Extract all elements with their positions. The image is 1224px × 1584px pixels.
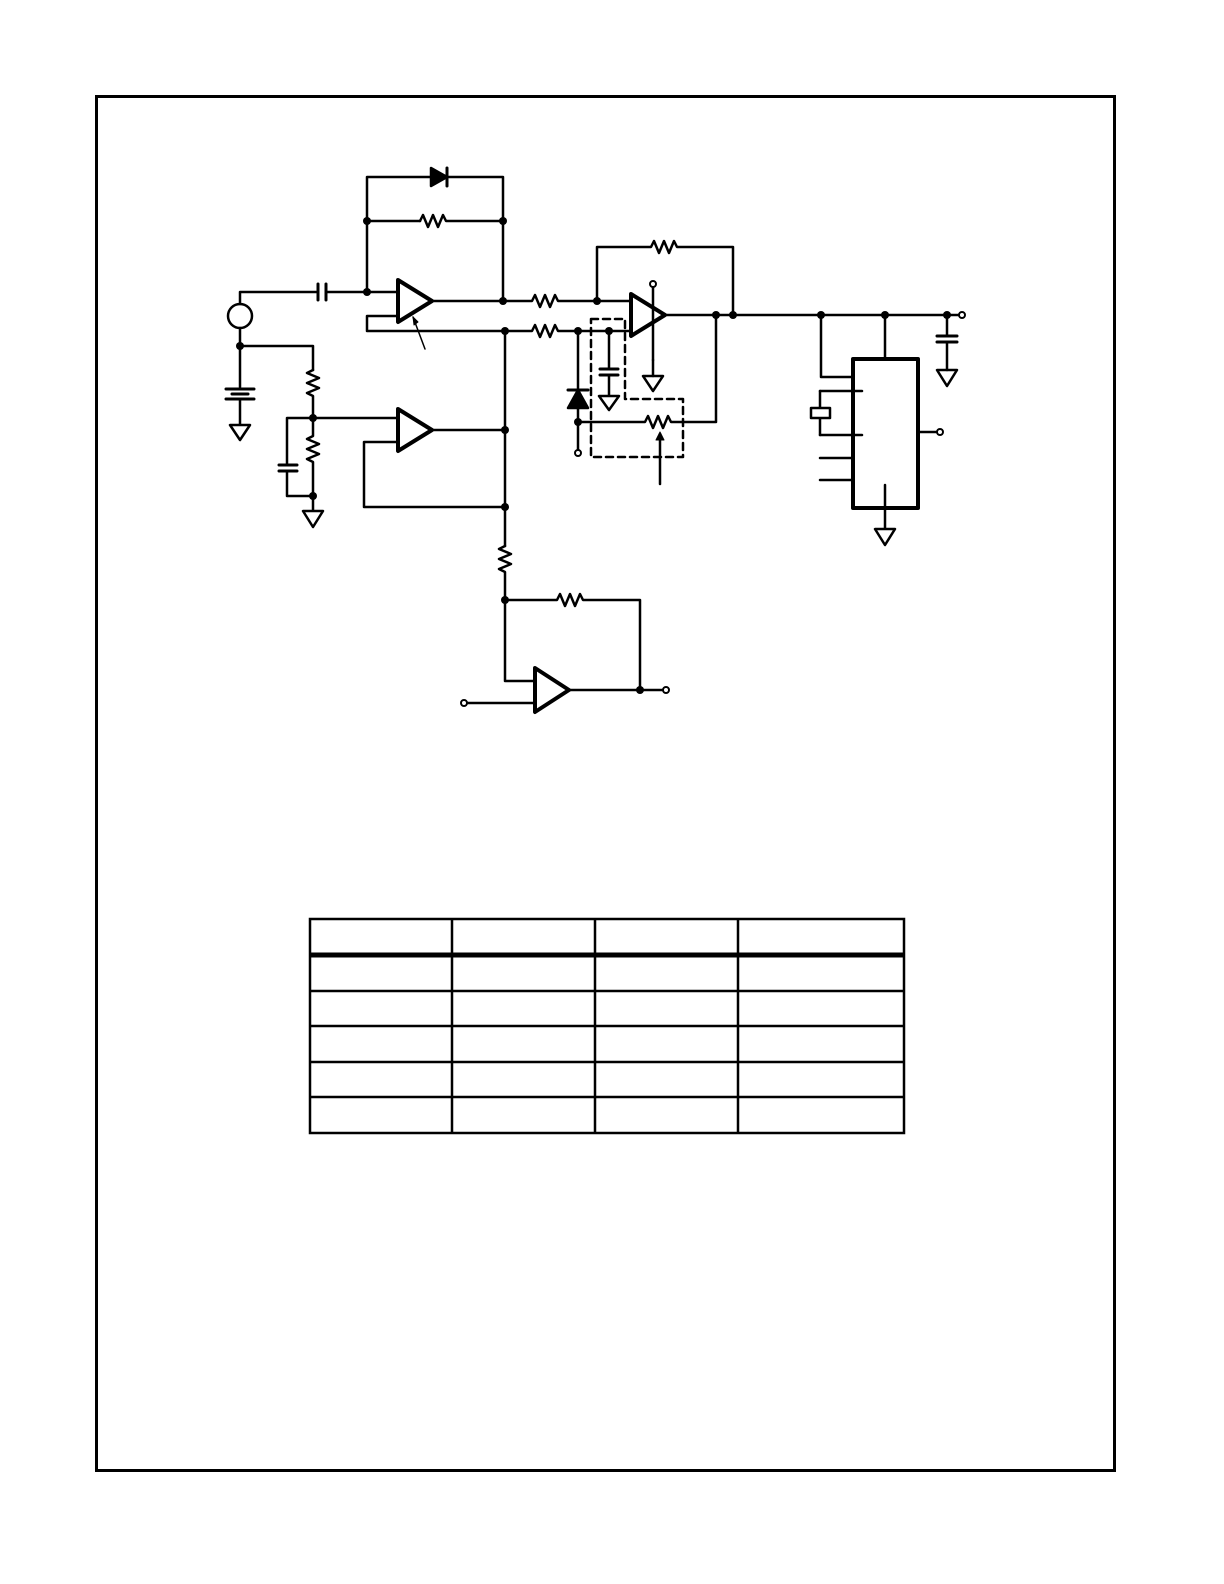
zener-diode: [566, 329, 590, 457]
output-ic: [809, 313, 944, 530]
ground-icon: [301, 509, 325, 529]
opamp-4: [460, 544, 670, 714]
table-row-lines: [310, 989, 904, 1099]
trim-potentiometer: [576, 313, 718, 486]
input-sensor: [226, 290, 320, 389]
ground-icon: [641, 358, 665, 393]
page-border: [95, 95, 1116, 1472]
coupling-capacitor: [316, 282, 369, 302]
feedback-diode: [429, 166, 449, 188]
opamp-2: [311, 407, 507, 509]
ground-icon: [873, 527, 897, 547]
opamp-1: [365, 175, 505, 350]
table-column-lines: [450, 919, 740, 1133]
filter-capacitor: [597, 329, 621, 412]
bias-divider: [277, 368, 321, 512]
battery-symbol: [224, 387, 256, 426]
junction-dots: [236, 217, 951, 694]
dashed-enclosure: [589, 317, 685, 459]
ground-icon: [228, 423, 252, 442]
